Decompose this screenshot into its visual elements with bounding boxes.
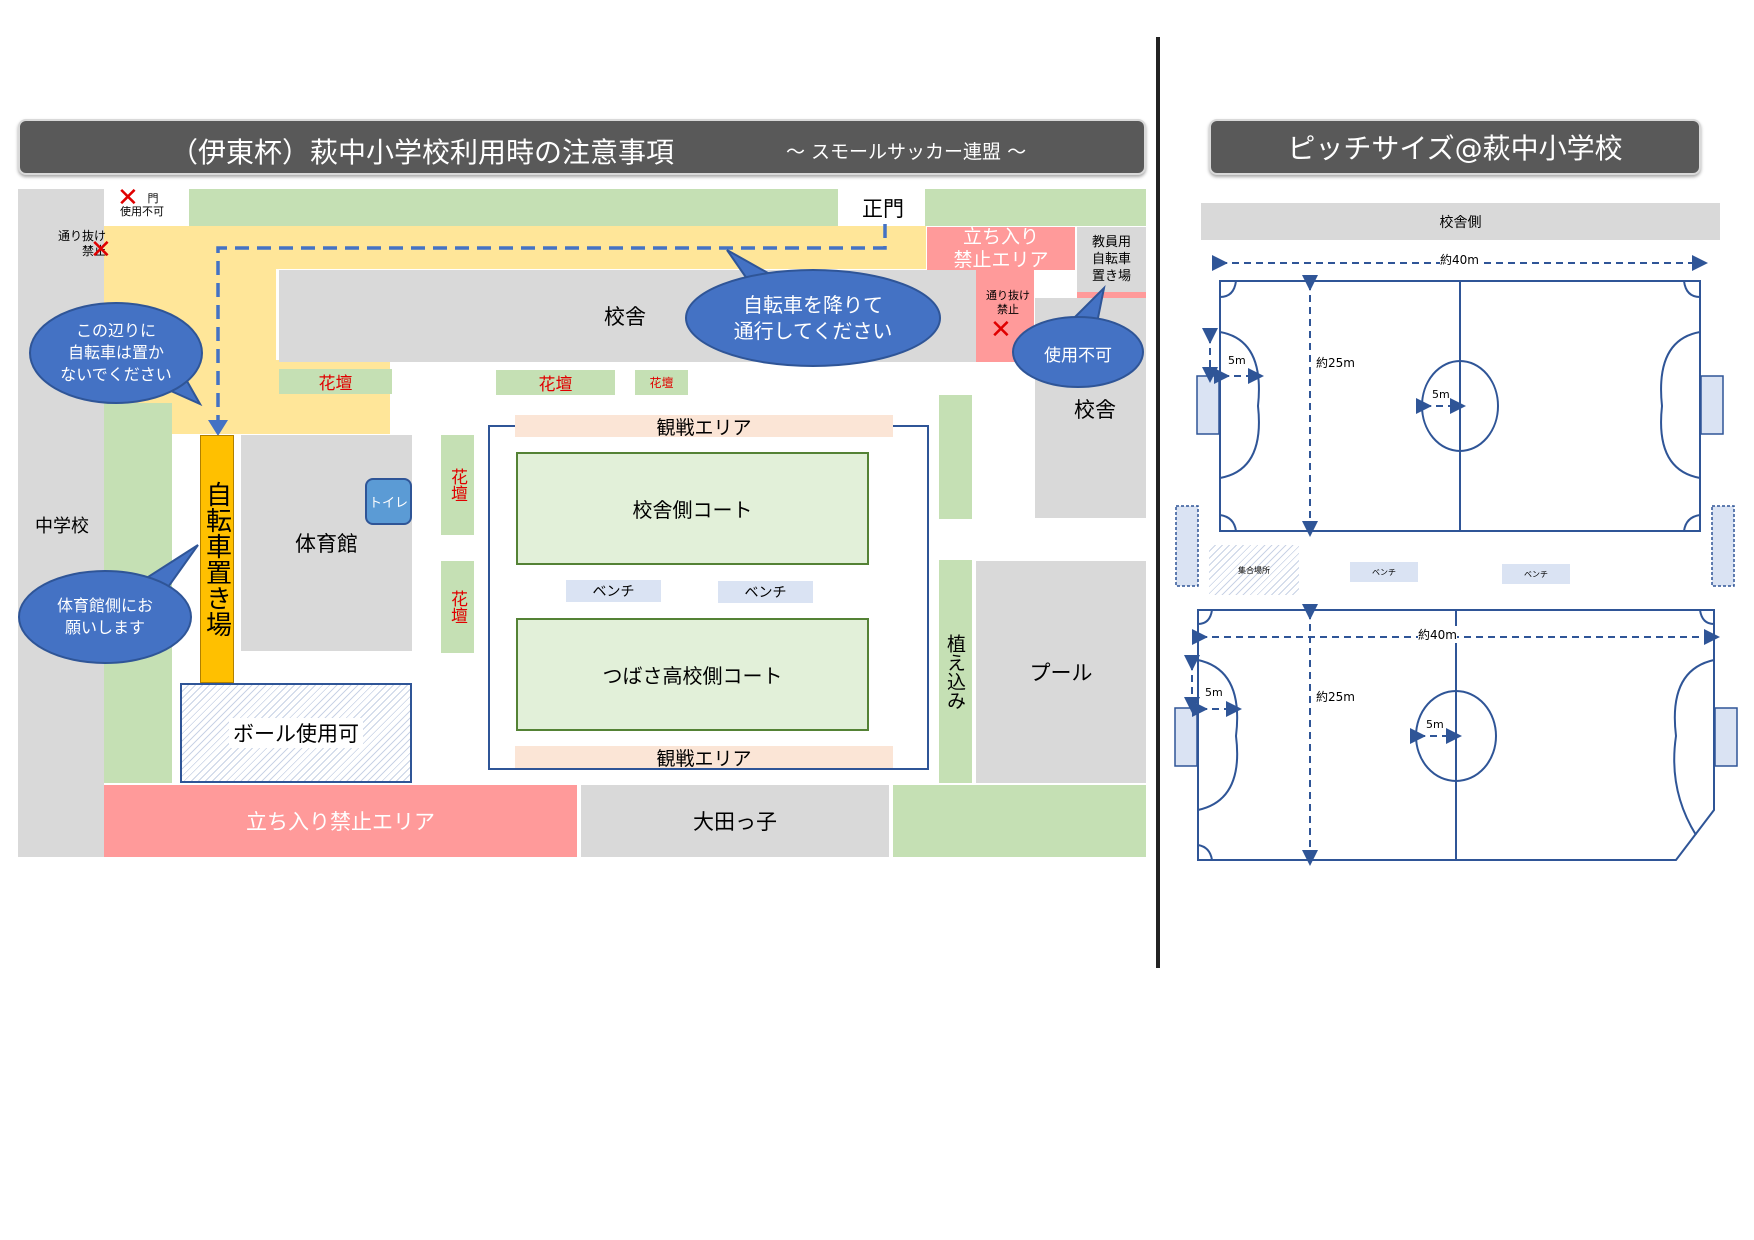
closed-gate-x-icon: ✕ (117, 183, 139, 213)
callout-walk-bike: 自転車を降りて 通行してください (733, 293, 893, 343)
callout-shapes (18, 249, 1144, 664)
divider-line (1156, 37, 1160, 968)
pitch2-goal-label: 5m (1205, 686, 1223, 699)
bottom-right-green (893, 785, 1146, 857)
court-school-side: 校舎側コート (516, 452, 869, 565)
no-entry-top: 立ち入り 禁止エリア (927, 226, 1075, 271)
school-side-bar: 校舎側 (1201, 203, 1720, 240)
staff-bike-parking: 教員用 自転車 置き場 (1077, 227, 1146, 292)
flower-bed-2: 花壇 (496, 370, 615, 395)
gathering-area: 集合場所 (1209, 545, 1299, 595)
callout-gym-side: 体育館側にお 願いします (56, 596, 153, 637)
bench-1: ベンチ (566, 580, 661, 602)
pitch1-width-label: 約40m (1440, 251, 1479, 268)
junior-high-label: 中学校 (35, 516, 89, 537)
pitch-title-banner: ピッチサイズ@萩中小学校 (1209, 119, 1701, 175)
school-building-label: 校舎 (604, 305, 646, 329)
closed-gate-label: 門 使用不可 (120, 192, 164, 218)
pitch-title: ピッチサイズ@萩中小学校 (1287, 132, 1623, 165)
spectator-area-bottom: 観戦エリア (515, 746, 893, 770)
flower-bed-5: 花壇 (441, 561, 474, 653)
walk-bike-route (208, 224, 887, 436)
callout-no-bikes-here: この辺りに 自転車は置か ないでください (60, 321, 172, 384)
otakko: 大田っ子 (581, 785, 889, 857)
pitch-bench-2: ベンチ (1502, 564, 1570, 584)
main-gate-label: 正門 (850, 192, 916, 224)
ball-play-label: ボール使用可 (229, 718, 363, 748)
no-entry-bottom: 立ち入り禁止エリア (104, 785, 577, 857)
top-green-strip (189, 189, 838, 226)
plantings: 植え込み (939, 560, 972, 783)
pitch2-height-label: 約25m (1316, 690, 1355, 704)
spectator-area-top: 観戦エリア (515, 415, 893, 439)
no-pass-left-x-icon: ✕ (90, 235, 112, 265)
main-title: （伊東杯）萩中小学校利用時の注意事項 (170, 136, 675, 169)
top-right-green (925, 189, 1146, 226)
gym-label: 体育館 (295, 532, 358, 556)
junior-high-area (18, 189, 104, 857)
right-green-upper (939, 395, 972, 519)
main-title-banner: （伊東杯）萩中小学校利用時の注意事項 ～ スモールサッカー連盟 ～ (18, 119, 1146, 175)
pitch-bench-1: ベンチ (1350, 562, 1418, 582)
no-pass-right-x-icon: ✕ (990, 315, 1012, 345)
no-pass-left-label: 通り抜け 禁止 (57, 229, 106, 258)
court-tsubasa-side: つばさ高校側コート (516, 618, 869, 731)
bench-2: ベンチ (718, 581, 813, 603)
toilet-icon: トイレ (365, 478, 412, 525)
pitch1-center-label: 5m (1432, 388, 1450, 401)
pitch-diagrams (1174, 255, 1738, 866)
school-building-right-label: 校舎 (1074, 398, 1116, 422)
bicycle-parking: 自転車置き場 (200, 435, 234, 683)
callout-unusable: 使用不可 (1044, 345, 1112, 366)
gym: 体育館 (241, 435, 412, 651)
no-entry-strip (1077, 292, 1146, 298)
flower-bed-1: 花壇 (279, 369, 392, 394)
pitch1-height-label: 約25m (1316, 356, 1355, 370)
pool: プール (976, 561, 1146, 783)
pitch2-center-label: 5m (1426, 718, 1444, 731)
ball-play-area: ボール使用可 (180, 683, 412, 783)
flower-bed-4: 花壇 (441, 435, 474, 535)
flower-bed-3: 花壇 (635, 370, 688, 395)
pitch1-goal-label: 5m (1228, 354, 1246, 367)
pitch2-width-label: 約40m (1418, 626, 1457, 643)
no-pass-right-label: 通り抜け 禁止 (986, 289, 1030, 316)
main-subtitle: ～ スモールサッカー連盟 ～ (786, 141, 1027, 163)
